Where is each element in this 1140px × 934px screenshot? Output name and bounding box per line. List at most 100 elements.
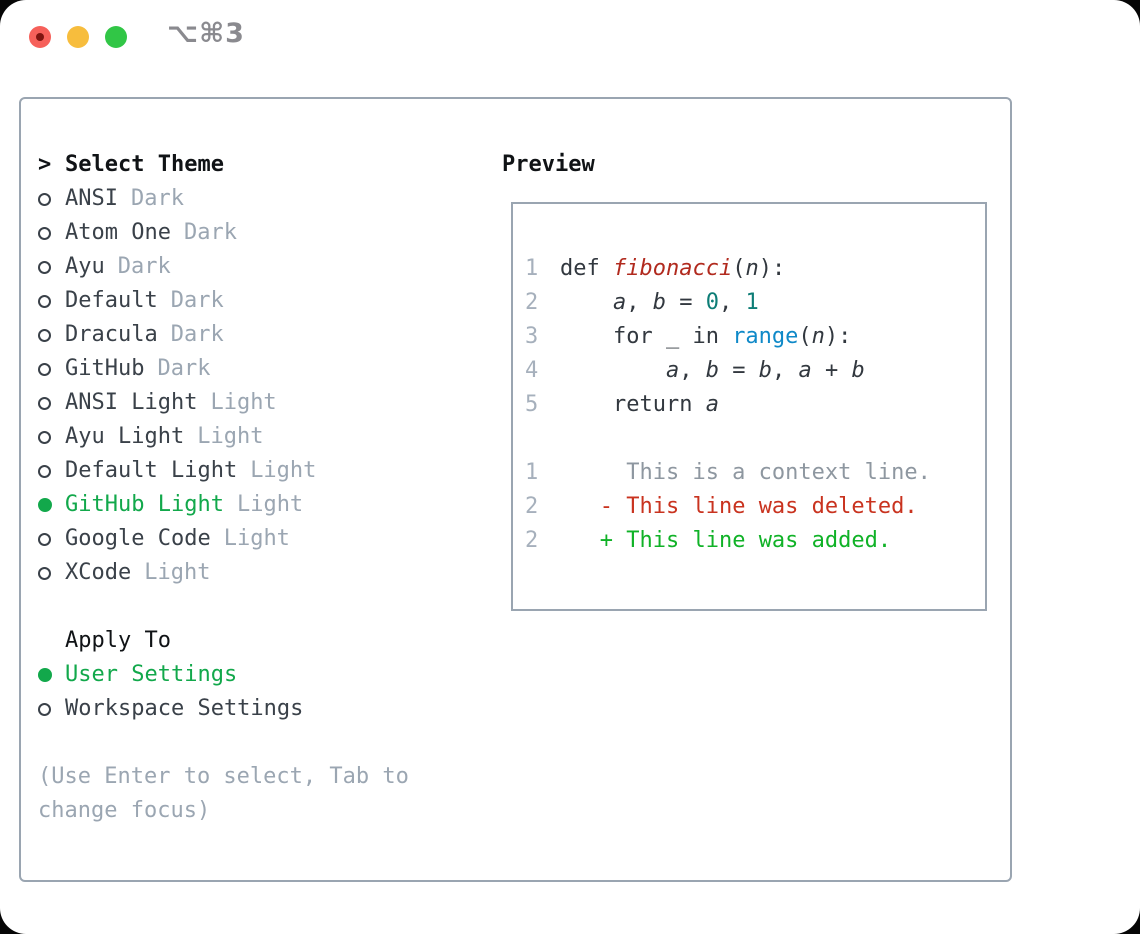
- preview-code-line: 2 - This line was deleted.: [525, 490, 985, 524]
- code-token-var: b: [758, 358, 772, 383]
- line-number: 4: [525, 358, 539, 383]
- option-label: Dracula: [65, 322, 158, 347]
- theme-variant-tag: Dark: [157, 356, 211, 381]
- option-label: Default: [65, 288, 158, 313]
- preview-blank-line: [525, 422, 985, 456]
- theme-option[interactable]: GitHub Dark: [38, 352, 488, 386]
- code-token-plain: ,: [771, 358, 799, 383]
- code-token-plain: ,: [626, 290, 653, 315]
- code-token-var: b: [705, 358, 719, 383]
- line-number: 5: [525, 392, 539, 417]
- radio-icon: [38, 294, 51, 308]
- code-token-var: a: [705, 392, 719, 417]
- code-token-plain: ,: [718, 290, 746, 315]
- radio-gutter: [38, 328, 65, 342]
- option-label: ANSI: [65, 186, 118, 211]
- code-token-plain: [560, 524, 600, 558]
- code-token-func: fibonacci: [612, 256, 733, 281]
- radio-gutter: [38, 430, 65, 444]
- apply-to-option[interactable]: User Settings: [38, 658, 488, 692]
- code-token-var: b: [851, 358, 865, 383]
- traffic-lights: [29, 26, 127, 48]
- radio-gutter: [38, 260, 65, 274]
- radio-gutter: [38, 362, 65, 376]
- radio-gutter: [38, 226, 65, 240]
- code-token-plain: (: [798, 324, 812, 349]
- code-token-plain: ):: [824, 324, 852, 349]
- preview-code-line: 1 This is a context line.: [525, 456, 985, 490]
- option-label: GitHub: [65, 356, 145, 381]
- radio-gutter: [38, 566, 65, 580]
- option-label: Default Light: [65, 458, 238, 483]
- code-token-builtin: range: [732, 324, 799, 349]
- select-theme-title: Select Theme: [65, 152, 224, 177]
- code-token-plain: ):: [758, 256, 786, 281]
- theme-option[interactable]: Default Dark: [38, 284, 488, 318]
- theme-option[interactable]: Google Code Light: [38, 522, 488, 556]
- code-token-plain: (: [732, 256, 746, 281]
- code-token-var: n: [745, 256, 759, 281]
- code-token-plain: [560, 354, 666, 388]
- option-label: Google Code: [65, 526, 211, 551]
- radio-gutter: [38, 702, 65, 716]
- code-token-var: a: [798, 358, 812, 383]
- theme-variant-tag: Light: [144, 560, 211, 585]
- code-token-plain: [560, 490, 600, 524]
- radio-gutter: [38, 668, 65, 682]
- apply-to-option[interactable]: Workspace Settings: [38, 692, 488, 726]
- code-token-var: a: [612, 290, 627, 315]
- theme-option[interactable]: ANSI Dark: [38, 182, 488, 216]
- zoom-button[interactable]: [105, 26, 127, 48]
- radio-selected-icon: [38, 668, 52, 682]
- theme-variant-tag: Light: [236, 492, 304, 517]
- minimize-button[interactable]: [67, 26, 89, 48]
- preview-code-line: 5 return a: [525, 388, 985, 422]
- preview-code-line: 1 def fibonacci(n):: [525, 252, 985, 286]
- theme-variant-tag: Dark: [130, 186, 184, 211]
- spacer-row: [38, 590, 488, 624]
- theme-variant-tag: Dark: [170, 288, 224, 313]
- code-token-num: 0: [705, 290, 719, 315]
- radio-gutter: [38, 464, 65, 478]
- line-number: 1: [525, 256, 539, 281]
- theme-option[interactable]: Default Light Light: [38, 454, 488, 488]
- option-label: Ayu Light: [65, 424, 185, 449]
- close-button[interactable]: [29, 26, 51, 48]
- apply-to-header: Apply To: [38, 624, 488, 658]
- code-token-var: a: [665, 358, 680, 383]
- radio-icon: [38, 362, 51, 376]
- prompt-gutter: >: [38, 148, 65, 182]
- radio-icon: [38, 532, 51, 546]
- code-token-var: n: [811, 324, 825, 349]
- select-theme-header: > Select Theme: [38, 148, 488, 182]
- line-number: 2: [525, 494, 539, 519]
- radio-icon: [38, 260, 51, 274]
- radio-icon: [38, 566, 51, 580]
- code-token-del: - This line was deleted.: [599, 494, 918, 519]
- preview-code-line: 2 + This line was added.: [525, 524, 985, 558]
- line-number: 2: [525, 528, 539, 553]
- radio-gutter: [38, 294, 65, 308]
- hint-text-line-2: change focus): [38, 798, 211, 823]
- theme-variant-tag: Light: [223, 526, 290, 551]
- theme-variant-tag: Dark: [183, 220, 237, 245]
- code-token-plain: def: [560, 256, 613, 281]
- radio-icon: [38, 226, 51, 240]
- code-token-plain: [560, 286, 613, 320]
- code-token-num: 1: [745, 290, 759, 315]
- preview-title: Preview: [502, 152, 595, 177]
- prompt-caret-icon: >: [38, 152, 52, 177]
- theme-variant-tag: Light: [250, 458, 317, 483]
- option-label: User Settings: [65, 662, 238, 687]
